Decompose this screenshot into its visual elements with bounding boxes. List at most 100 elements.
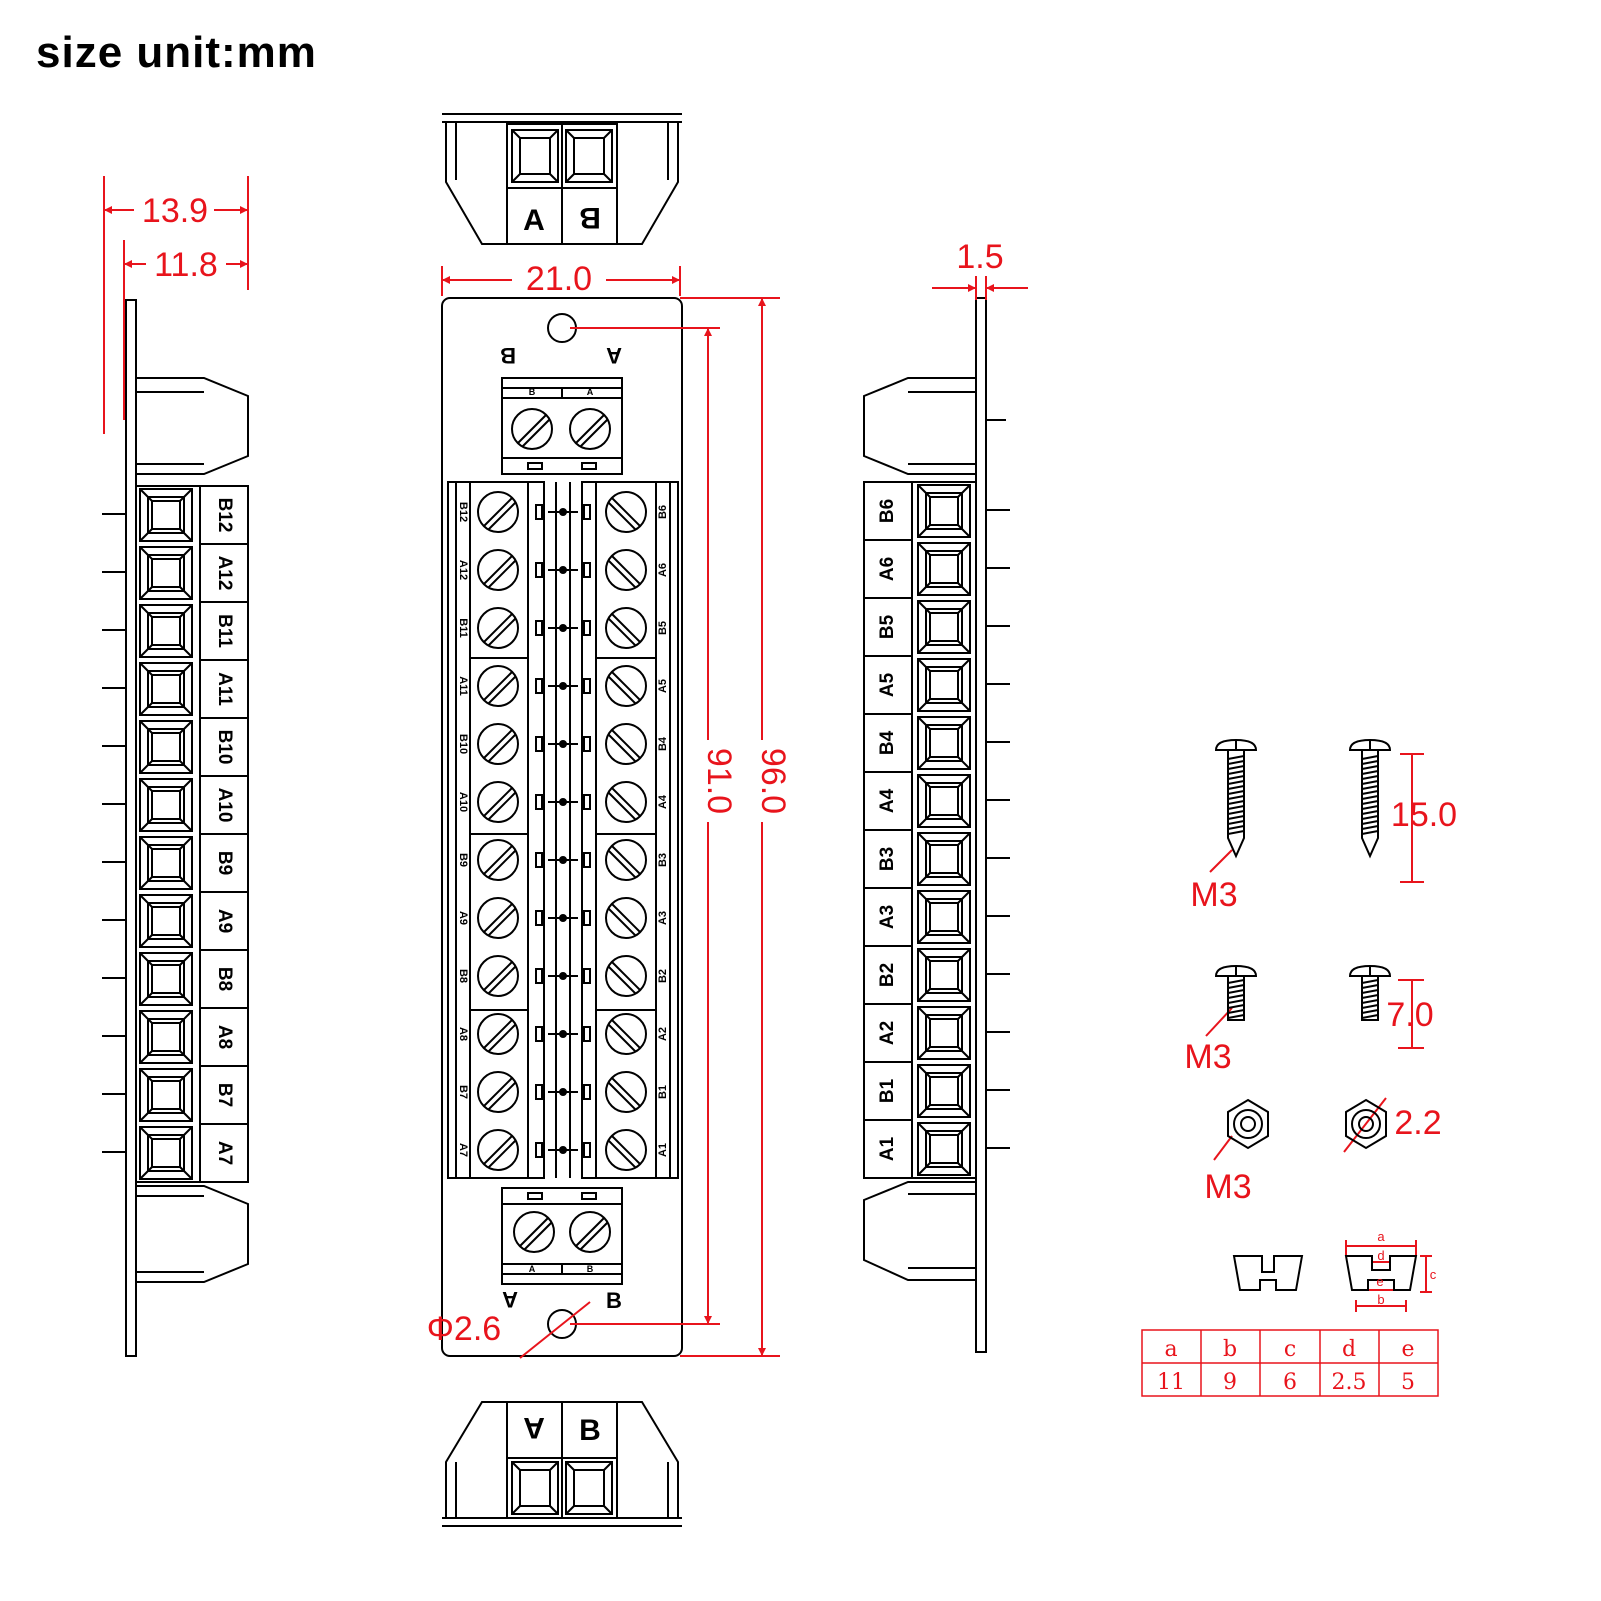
table-header-cell: e bbox=[1401, 1337, 1414, 1362]
bus-node bbox=[559, 856, 567, 864]
front-terminal-row bbox=[477, 1071, 647, 1113]
contact-left bbox=[535, 736, 543, 752]
right-side-label: A5 bbox=[877, 672, 898, 697]
screw-head-left bbox=[477, 839, 519, 881]
thread-line bbox=[1227, 989, 1245, 994]
bus-node bbox=[559, 972, 567, 980]
screw-head-left bbox=[477, 955, 519, 997]
front-right-label: B5 bbox=[657, 621, 669, 635]
right-side-terminal bbox=[917, 484, 971, 538]
bus-node bbox=[559, 1088, 567, 1096]
front-right-label: A1 bbox=[657, 1143, 669, 1157]
left-side-terminal bbox=[139, 836, 193, 890]
screw-head-left bbox=[477, 781, 519, 823]
screw-head-right bbox=[605, 955, 647, 997]
right-side-label: B6 bbox=[877, 499, 898, 523]
thread-line bbox=[1227, 820, 1245, 825]
dim-plate-thickness: 1.5 bbox=[956, 238, 1003, 276]
front-bottom-mini-a: A bbox=[529, 1264, 536, 1274]
spacer-dim-a: a bbox=[1377, 1229, 1385, 1244]
right-side-label: B1 bbox=[877, 1078, 898, 1103]
contact-left bbox=[535, 794, 543, 810]
contact-right bbox=[583, 794, 591, 810]
dim-hole-pitch: 91.0 bbox=[700, 748, 738, 814]
front-left-label: A12 bbox=[457, 560, 469, 580]
screw-head-left bbox=[477, 491, 519, 533]
contact-left bbox=[535, 1026, 543, 1042]
front-right-label: A5 bbox=[657, 679, 669, 693]
bus-node bbox=[559, 508, 567, 516]
screw-head-left bbox=[477, 1071, 519, 1113]
front-bottom-label-a: A bbox=[502, 1287, 518, 1312]
front-bottom-label-b: B bbox=[606, 1288, 622, 1313]
left-side-terminal bbox=[139, 488, 193, 542]
right-side-view bbox=[863, 297, 1010, 1353]
screw-head-left bbox=[477, 897, 519, 939]
front-right-label: B1 bbox=[657, 1085, 669, 1099]
front-terminal-row bbox=[477, 607, 647, 649]
contact-left bbox=[535, 968, 543, 984]
left-side-label: A10 bbox=[214, 788, 235, 823]
screw-head-right bbox=[605, 839, 647, 881]
front-right-label: B4 bbox=[657, 736, 669, 751]
right-side-label: B3 bbox=[877, 847, 898, 871]
thread-line bbox=[1227, 765, 1245, 770]
thread-line bbox=[1361, 755, 1379, 760]
screw-head-right bbox=[605, 1129, 647, 1171]
thread-line bbox=[1361, 820, 1379, 825]
left-side-terminal bbox=[139, 546, 193, 600]
table-value-cell: 6 bbox=[1283, 1370, 1297, 1395]
thread-line bbox=[1227, 984, 1245, 989]
dim-long-screw-length: 15.0 bbox=[1391, 796, 1457, 834]
thread-line bbox=[1227, 785, 1245, 790]
top-end-view bbox=[442, 113, 682, 245]
right-side-label: A2 bbox=[877, 1021, 898, 1045]
left-side-terminal bbox=[139, 1068, 193, 1122]
spacer-dim-b: b bbox=[1377, 1292, 1384, 1307]
thread-line bbox=[1227, 815, 1245, 820]
thread-line bbox=[1361, 805, 1379, 810]
left-side-label: A7 bbox=[214, 1141, 235, 1165]
front-top-mini-b: B bbox=[529, 387, 536, 397]
dim-short-screw-length: 7.0 bbox=[1386, 996, 1433, 1034]
thread-line bbox=[1227, 790, 1245, 795]
thread-line bbox=[1227, 805, 1245, 810]
thread-line bbox=[1227, 800, 1245, 805]
bottom-end-label-a: A bbox=[523, 1411, 545, 1444]
thread-line bbox=[1361, 1014, 1379, 1019]
screw-head-right bbox=[605, 1071, 647, 1113]
right-side-terminal bbox=[917, 542, 971, 596]
left-side-label: A9 bbox=[214, 909, 235, 933]
right-side-label: A3 bbox=[877, 905, 898, 929]
front-left-label: A11 bbox=[457, 676, 469, 696]
contact-right bbox=[583, 562, 591, 578]
screw-head-left bbox=[477, 1013, 519, 1055]
thread-line bbox=[1361, 785, 1379, 790]
front-right-label: B2 bbox=[657, 969, 669, 983]
spacer-dim-e: e bbox=[1376, 1274, 1383, 1289]
dim-nut-hole: 2.2 bbox=[1394, 1104, 1441, 1142]
hardware-parts bbox=[1214, 738, 1418, 1291]
contact-right bbox=[583, 678, 591, 694]
thread-line bbox=[1227, 770, 1245, 775]
dimension-lines bbox=[103, 176, 1432, 1359]
thread-line bbox=[1361, 984, 1379, 989]
table-value-cell: 2.5 bbox=[1332, 1370, 1367, 1395]
thread-line bbox=[1361, 765, 1379, 770]
top-end-label-a: A bbox=[523, 204, 545, 237]
screw-head-right bbox=[605, 665, 647, 707]
left-side-label: A12 bbox=[214, 556, 235, 591]
left-side-view bbox=[102, 299, 249, 1357]
front-right-label: B3 bbox=[657, 853, 669, 867]
right-side-terminal bbox=[917, 948, 971, 1002]
screw-head-right bbox=[605, 607, 647, 649]
front-right-label: A4 bbox=[657, 794, 669, 809]
front-left-label: B7 bbox=[457, 1085, 469, 1099]
left-side-terminal bbox=[139, 720, 193, 774]
thread-line bbox=[1361, 760, 1379, 765]
spacer-dim-d: d bbox=[1377, 1248, 1384, 1263]
short-screw-label: M3 bbox=[1184, 1038, 1231, 1076]
